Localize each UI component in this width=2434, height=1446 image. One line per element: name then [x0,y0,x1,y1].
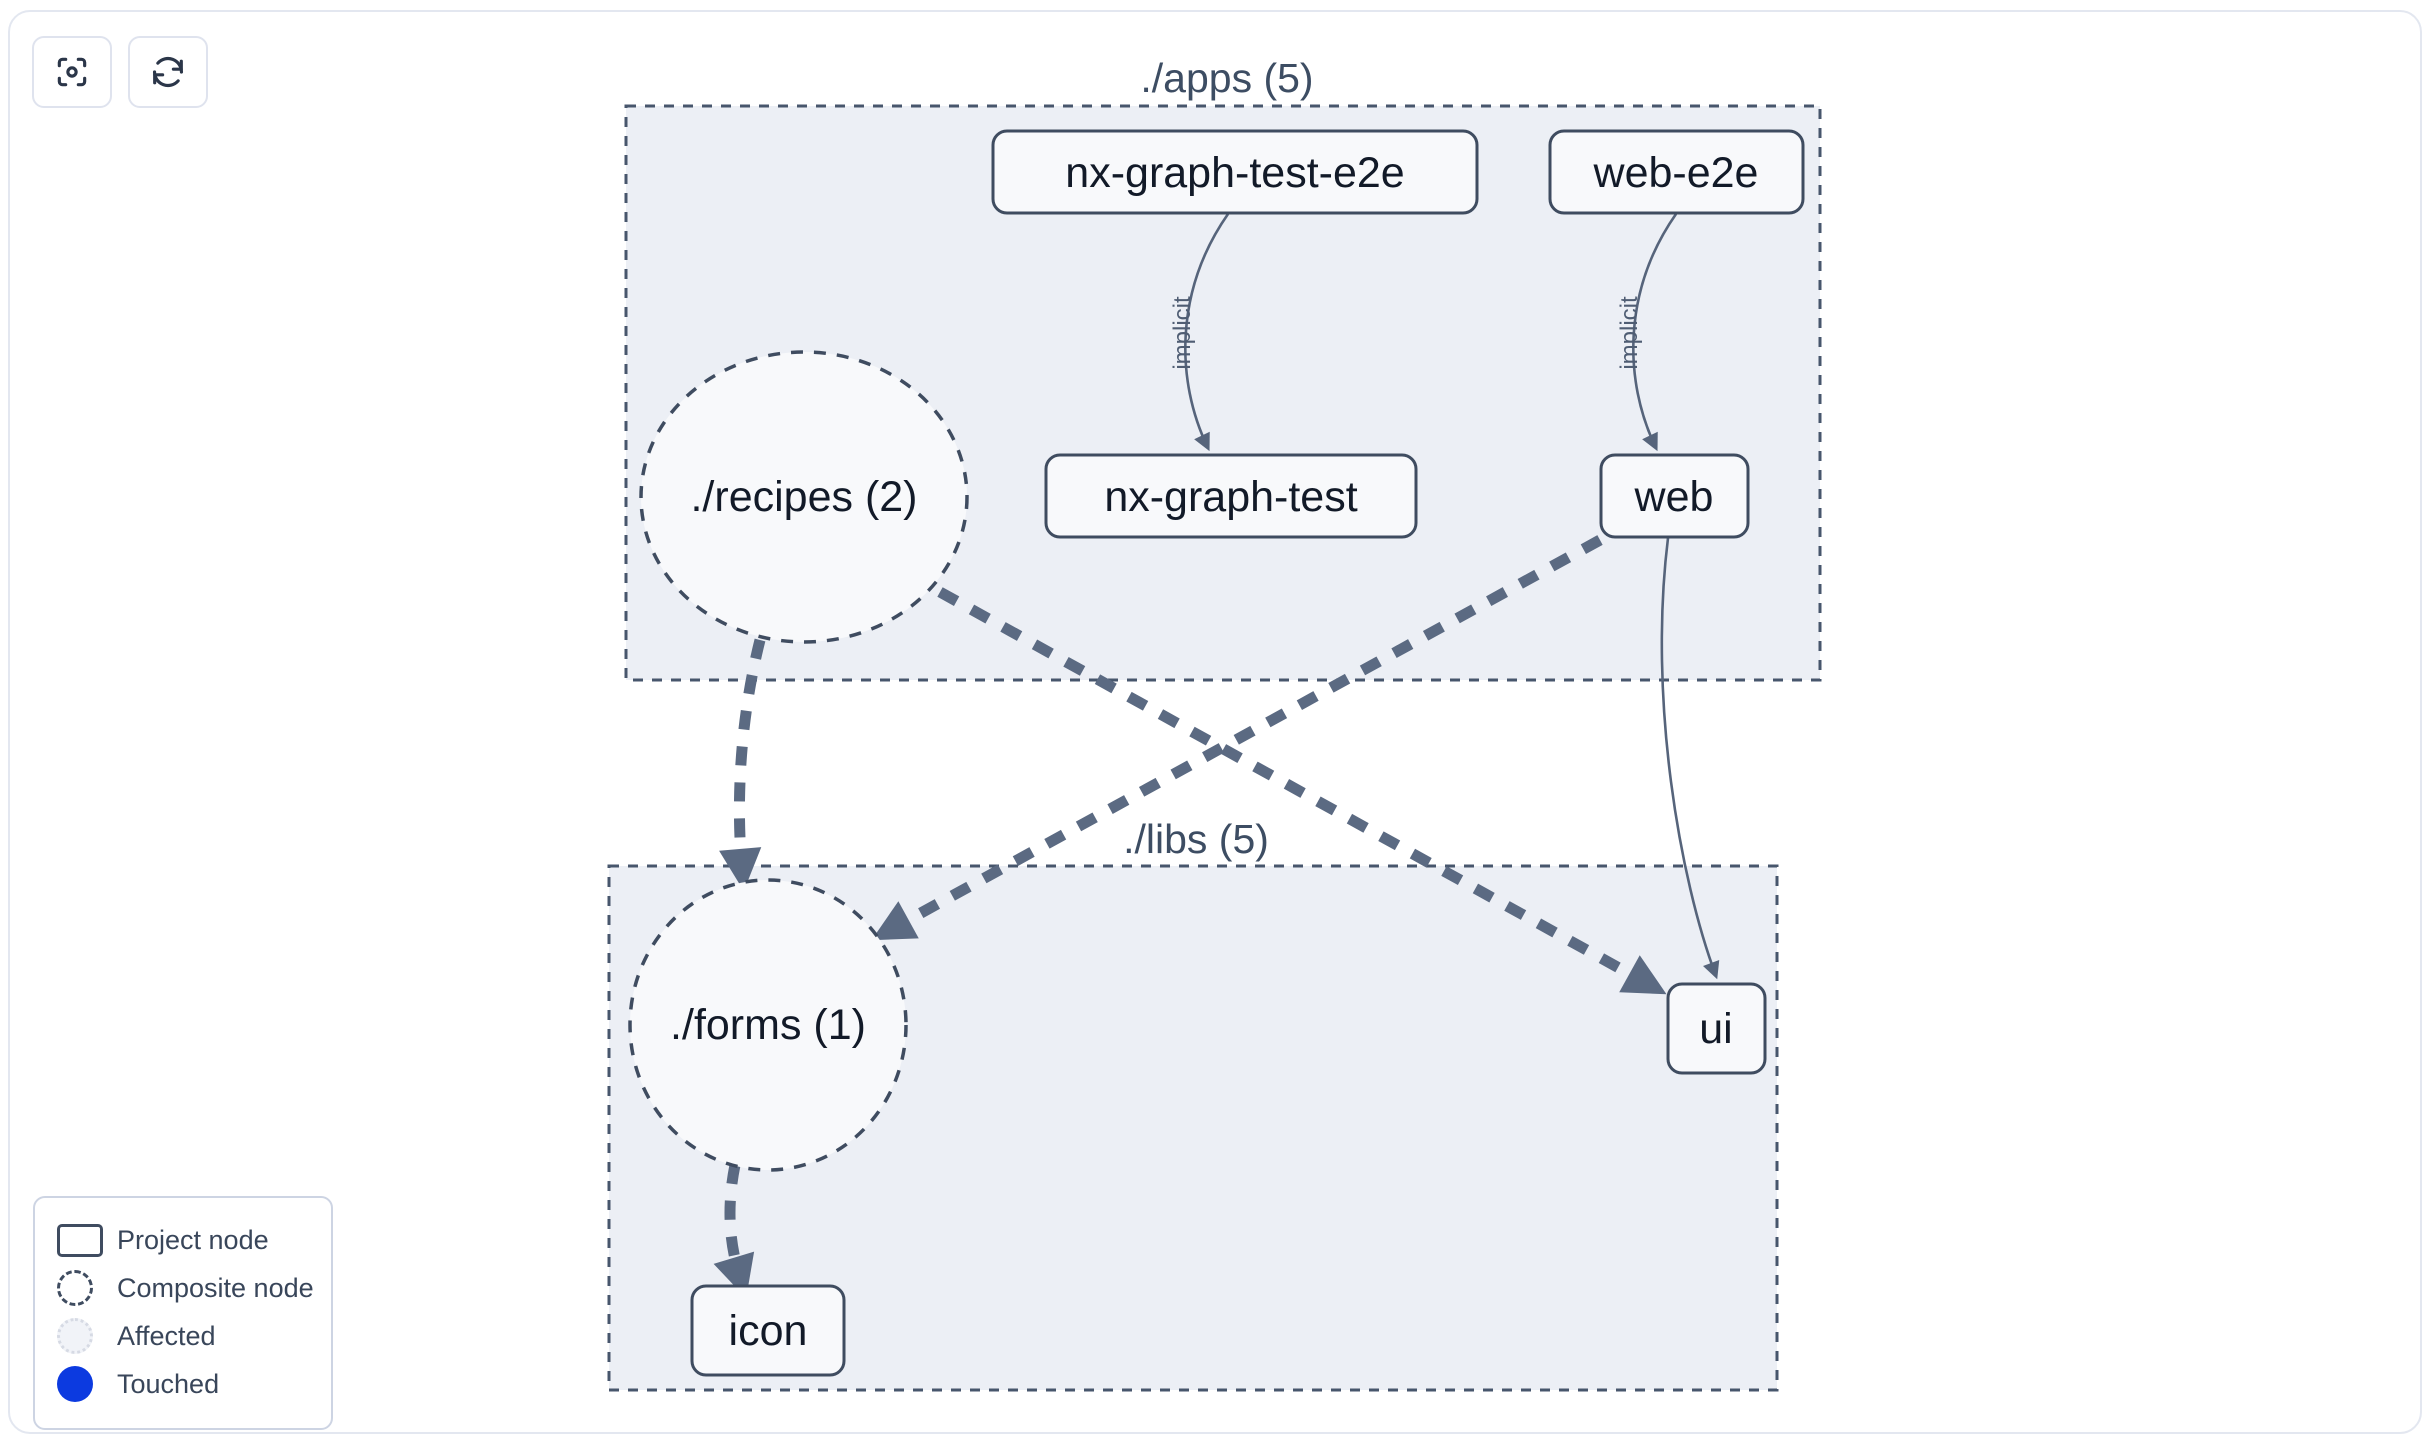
node-forms-label: ./forms (1) [670,1001,866,1049]
node-web[interactable]: web [1599,453,1750,539]
affected-node-icon [57,1318,111,1354]
legend-label-affected: Affected [117,1320,216,1351]
refresh-graph-button[interactable] [128,36,208,108]
graph-toolbar [32,36,208,108]
legend-label-composite-node: Composite node [117,1272,314,1303]
graph-legend: Project node Composite node Affected Tou… [33,1196,333,1430]
group-apps-label: ./apps (5) [1140,55,1313,101]
node-ui[interactable]: ui [1666,982,1767,1075]
legend-item-affected: Affected [57,1312,311,1360]
focus-graph-button[interactable] [32,36,112,108]
project-node-icon [57,1223,111,1257]
legend-item-composite-node: Composite node [57,1264,314,1312]
touched-node-icon [57,1366,111,1402]
group-libs-label: ./libs (5) [1123,816,1269,862]
node-icon-label: icon [729,1307,808,1355]
node-nx-graph-test-label: nx-graph-test [1104,473,1357,521]
focus-target-icon [53,53,91,91]
composite-node-icon [57,1270,111,1306]
node-recipes[interactable]: ./recipes (2) [639,350,969,644]
node-nx-graph-test-e2e[interactable]: nx-graph-test-e2e [991,129,1479,215]
legend-label-touched: Touched [117,1368,220,1399]
refresh-icon [149,53,187,91]
node-icon[interactable]: icon [690,1284,846,1377]
node-ui-label: ui [1699,1005,1732,1053]
legend-item-touched: Touched [57,1360,311,1408]
node-forms[interactable]: ./forms (1) [628,878,908,1172]
edge-label-implicit-2: implicit [1616,296,1643,370]
node-web-label: web [1634,473,1714,521]
edge-label-implicit-1: implicit [1169,296,1196,370]
node-web-e2e[interactable]: web-e2e [1548,129,1805,215]
node-web-e2e-label: web-e2e [1593,149,1759,197]
node-nx-graph-test-e2e-label: nx-graph-test-e2e [1065,149,1404,197]
legend-label-project-node: Project node [117,1224,269,1255]
legend-item-project-node: Project node [57,1216,311,1264]
node-recipes-label: ./recipes (2) [690,473,917,521]
node-nx-graph-test[interactable]: nx-graph-test [1044,453,1418,539]
